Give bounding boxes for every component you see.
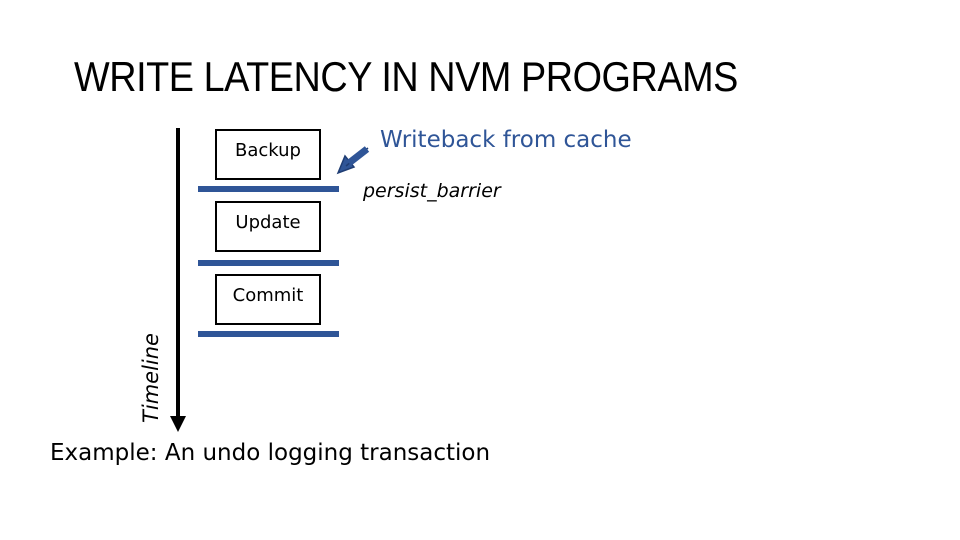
timeline-axis (170, 128, 186, 432)
writeback-callout: Writeback from cache (380, 127, 632, 153)
timeline-arrow-icon (170, 416, 186, 432)
persist-barrier-bar (198, 186, 339, 192)
timeline-line (176, 128, 180, 418)
step-box-update: Update (215, 201, 321, 252)
step-box-backup: Backup (215, 129, 321, 180)
step-label-backup: Backup (235, 140, 301, 161)
persist-barrier-label: persist_barrier (363, 180, 501, 202)
persist-barrier-bar (198, 331, 339, 337)
caption: Example: An undo logging transaction (50, 440, 491, 466)
step-label-update: Update (235, 212, 301, 233)
slide-title: WRITE LATENCY IN NVM PROGRAMS (74, 53, 738, 100)
step-box-commit: Commit (215, 274, 321, 325)
step-label-commit: Commit (232, 285, 304, 306)
persist-barrier-bar (198, 260, 339, 266)
arrow-down-left-icon (336, 146, 370, 175)
timeline-label: Timeline (139, 333, 163, 423)
